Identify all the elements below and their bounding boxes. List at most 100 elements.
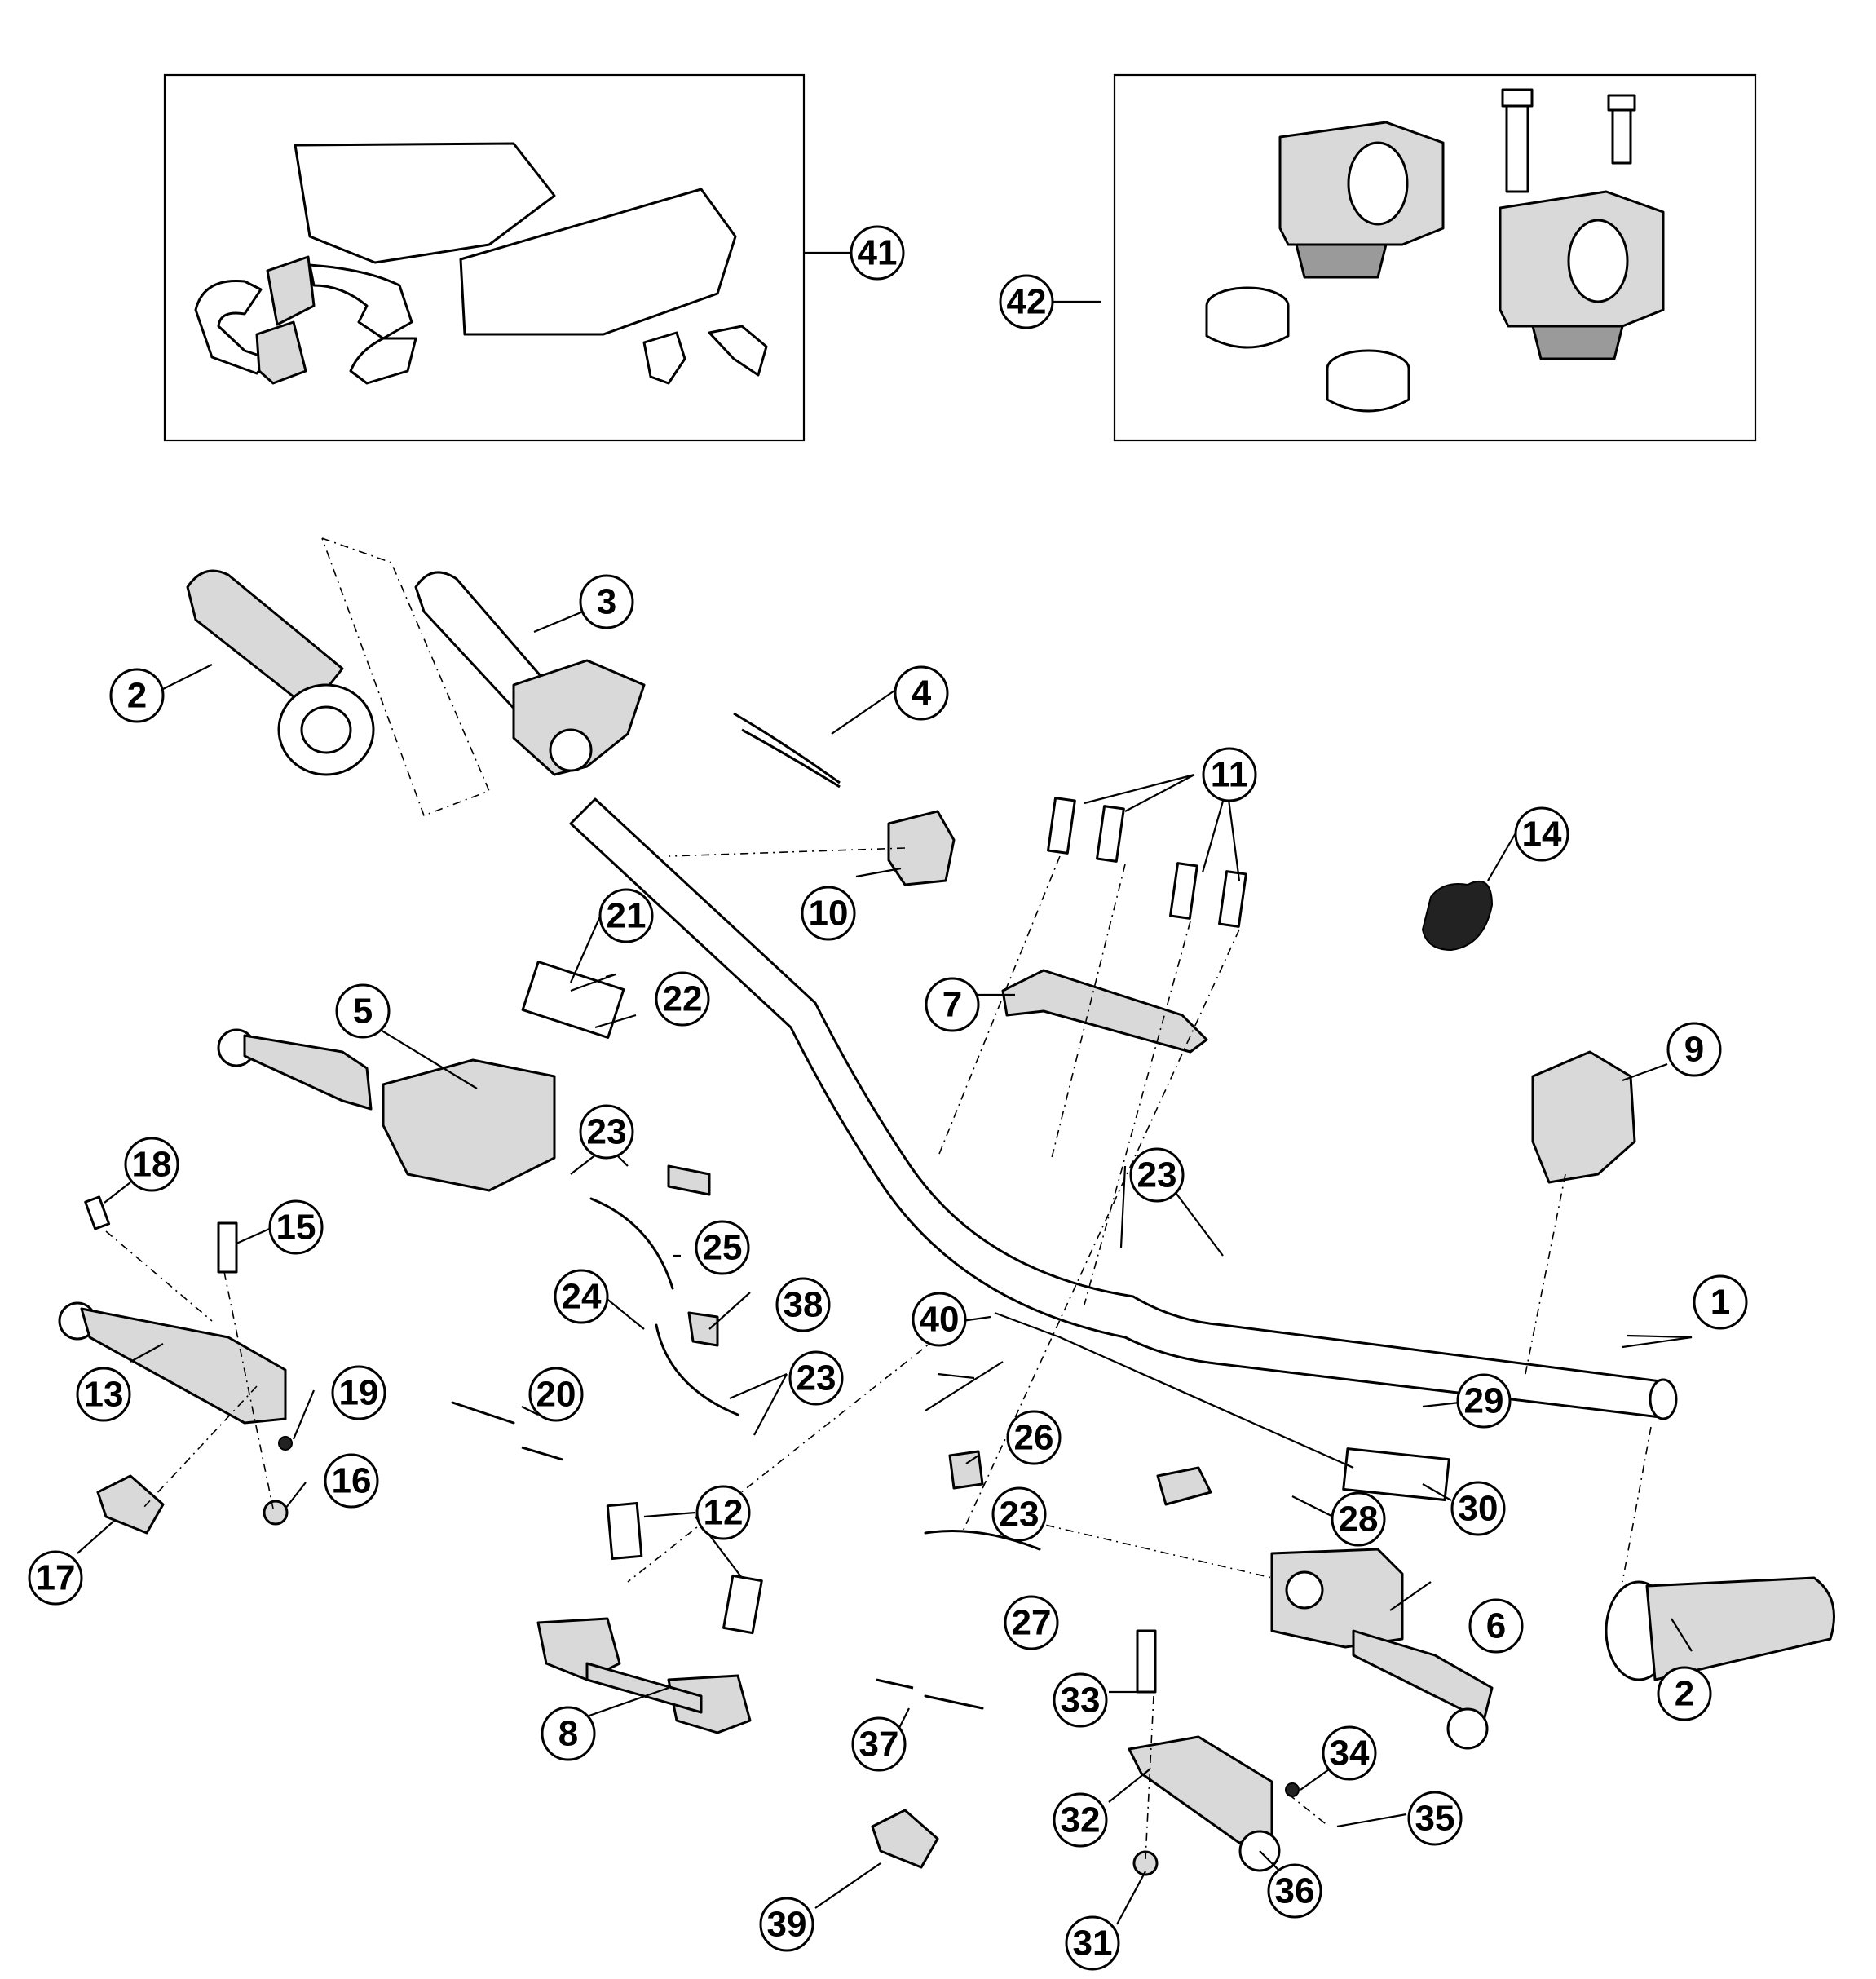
svg-text:33: 33 [1061, 1681, 1101, 1721]
svg-text:12: 12 [704, 1493, 744, 1533]
callout-35: 35 [1407, 1791, 1463, 1846]
svg-text:19: 19 [339, 1373, 379, 1413]
handguard-set-illustration [194, 142, 768, 385]
brake-hose [924, 1530, 1041, 1551]
bushing [606, 1502, 643, 1560]
brake-lever [1128, 1735, 1281, 1872]
callout-17: 17 [28, 1550, 83, 1606]
nut [263, 1500, 289, 1526]
callout-4: 4 [894, 665, 949, 721]
callout-26: 26 [1006, 1410, 1062, 1465]
callout-9: 9 [1666, 1022, 1722, 1077]
banjo-bolt [667, 1164, 711, 1196]
set-screw [278, 1436, 293, 1451]
svg-text:14: 14 [1522, 815, 1562, 855]
svg-text:13: 13 [84, 1375, 124, 1415]
cover-right [1342, 1447, 1450, 1501]
clutch-hose [589, 1197, 674, 1290]
riser-set-illustration [1205, 88, 1665, 413]
banjo-bolt-lower [948, 1450, 984, 1490]
callout-12: 12 [695, 1485, 751, 1540]
svg-text:26: 26 [1014, 1418, 1054, 1458]
callout-16: 16 [324, 1453, 379, 1509]
handlebar-end [1649, 1378, 1678, 1420]
callout-11: 11 [1202, 747, 1257, 802]
pivot-bolt [1136, 1629, 1157, 1694]
callout-32: 32 [1053, 1792, 1108, 1848]
callout-22: 22 [655, 971, 710, 1027]
kill-switch [887, 810, 956, 886]
callout-33: 33 [1053, 1672, 1108, 1728]
callout-2: 2 [109, 668, 165, 723]
clamp-bolts [1047, 797, 1247, 928]
clutch-lever [58, 1301, 287, 1425]
callout-42: 42 [999, 274, 1054, 329]
grip-right [1605, 1576, 1835, 1681]
callout-31: 31 [1065, 1915, 1120, 1971]
pushrod [451, 1401, 515, 1425]
callout-29: 29 [1456, 1373, 1512, 1429]
callout-21: 21 [598, 888, 654, 943]
svg-text:42: 42 [1007, 282, 1047, 322]
callout-14: 14 [1514, 806, 1569, 862]
callout-37: 37 [851, 1716, 907, 1772]
throttle-assembly [414, 571, 646, 776]
callout-34: 34 [1322, 1725, 1377, 1781]
svg-text:41: 41 [858, 233, 898, 273]
bracket-left [96, 1474, 165, 1535]
bleeder-screw [687, 1311, 719, 1347]
cable-tie [1421, 880, 1494, 952]
svg-text:29: 29 [1464, 1381, 1504, 1421]
callout-2b: 2 [1657, 1666, 1712, 1721]
svg-text:39: 39 [767, 1905, 807, 1945]
cover [521, 961, 625, 1039]
lever-pivot [217, 1221, 238, 1274]
callout-41: 41 [850, 225, 905, 281]
callout-23a: 23 [579, 1104, 634, 1160]
callout-23d: 23 [991, 1486, 1047, 1542]
svg-text:16: 16 [332, 1461, 372, 1501]
svg-text:2: 2 [127, 676, 147, 716]
svg-text:22: 22 [663, 979, 703, 1019]
svg-text:34: 34 [1330, 1734, 1370, 1774]
pushrod-spring [521, 1446, 563, 1461]
pushrod-right [924, 1694, 984, 1710]
callout-23c: 23 [1129, 1147, 1185, 1203]
callout-6: 6 [1468, 1598, 1524, 1654]
svg-text:17: 17 [36, 1558, 76, 1598]
callout-13: 13 [76, 1367, 131, 1422]
svg-text:15: 15 [276, 1208, 316, 1248]
callout-40: 40 [912, 1292, 967, 1347]
svg-text:3: 3 [597, 582, 616, 622]
svg-text:23: 23 [1137, 1155, 1177, 1195]
grip-left [186, 569, 375, 776]
callout-20: 20 [528, 1367, 584, 1422]
callout-19: 19 [331, 1365, 386, 1420]
svg-text:27: 27 [1012, 1603, 1052, 1643]
callout-36: 36 [1267, 1863, 1322, 1919]
banjo-fitting [1156, 1466, 1212, 1506]
svg-text:36: 36 [1275, 1871, 1315, 1911]
svg-text:2: 2 [1675, 1674, 1694, 1714]
callout-3: 3 [579, 574, 634, 629]
svg-text:11: 11 [1211, 755, 1249, 795]
svg-text:1: 1 [1710, 1283, 1730, 1323]
callout-7: 7 [925, 977, 980, 1032]
svg-text:9: 9 [1684, 1030, 1704, 1070]
svg-text:10: 10 [809, 894, 849, 934]
svg-text:31: 31 [1073, 1924, 1113, 1964]
callout-23b: 23 [788, 1350, 844, 1406]
handlebar-switch [1531, 1050, 1636, 1184]
callout-25: 25 [695, 1220, 750, 1275]
callout-39: 39 [759, 1897, 814, 1952]
adjuster-screw [84, 1195, 111, 1230]
svg-text:23: 23 [1000, 1495, 1040, 1535]
callout-10: 10 [801, 886, 856, 941]
upper-clamp [1001, 969, 1208, 1054]
svg-text:25: 25 [703, 1228, 743, 1268]
callout-27: 27 [1004, 1595, 1059, 1650]
svg-text:6: 6 [1486, 1606, 1506, 1646]
svg-text:32: 32 [1061, 1800, 1101, 1840]
callout-28: 28 [1331, 1491, 1386, 1547]
